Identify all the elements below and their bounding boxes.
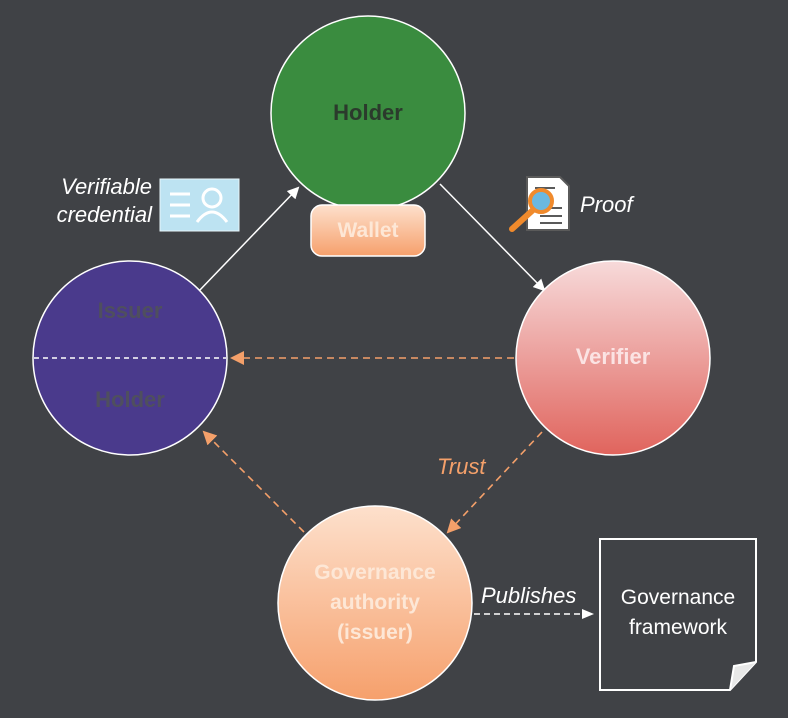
wallet-node — [310, 204, 426, 257]
wallet-label: Wallet — [337, 219, 399, 242]
document-magnifier-icon — [509, 176, 570, 232]
governance-label-line2: authority — [330, 591, 420, 614]
publishes-label: Publishes — [481, 583, 577, 608]
issuer-label: Issuer — [97, 298, 163, 323]
edge-governance-to-issuer — [202, 430, 305, 533]
credential-label-line1: Verifiable — [61, 174, 152, 199]
framework-page-curl — [729, 661, 757, 691]
credential-label-line2: credential — [56, 202, 152, 227]
trust-label: Trust — [437, 454, 486, 479]
verifier-label: Verifier — [575, 344, 651, 369]
edge-issuer-to-holder — [197, 186, 300, 293]
governance-label-line3: (issuer) — [337, 621, 413, 644]
issuer-holder-bottom-label: Holder — [95, 387, 165, 412]
governance-node — [277, 505, 473, 701]
framework-label-line1: Governance — [620, 586, 736, 609]
edge-holder-to-verifier — [439, 183, 546, 292]
edge-verifier-to-governance — [446, 431, 543, 534]
id-card-icon — [159, 178, 240, 232]
holder-label: Holder — [333, 100, 403, 125]
proof-label: Proof — [580, 192, 633, 217]
framework-document — [599, 538, 757, 691]
governance-label-line1: Governance — [314, 561, 436, 584]
verifier-node — [515, 260, 711, 456]
issuer-holder-node — [32, 260, 228, 456]
framework-label-line2: framework — [628, 616, 728, 639]
